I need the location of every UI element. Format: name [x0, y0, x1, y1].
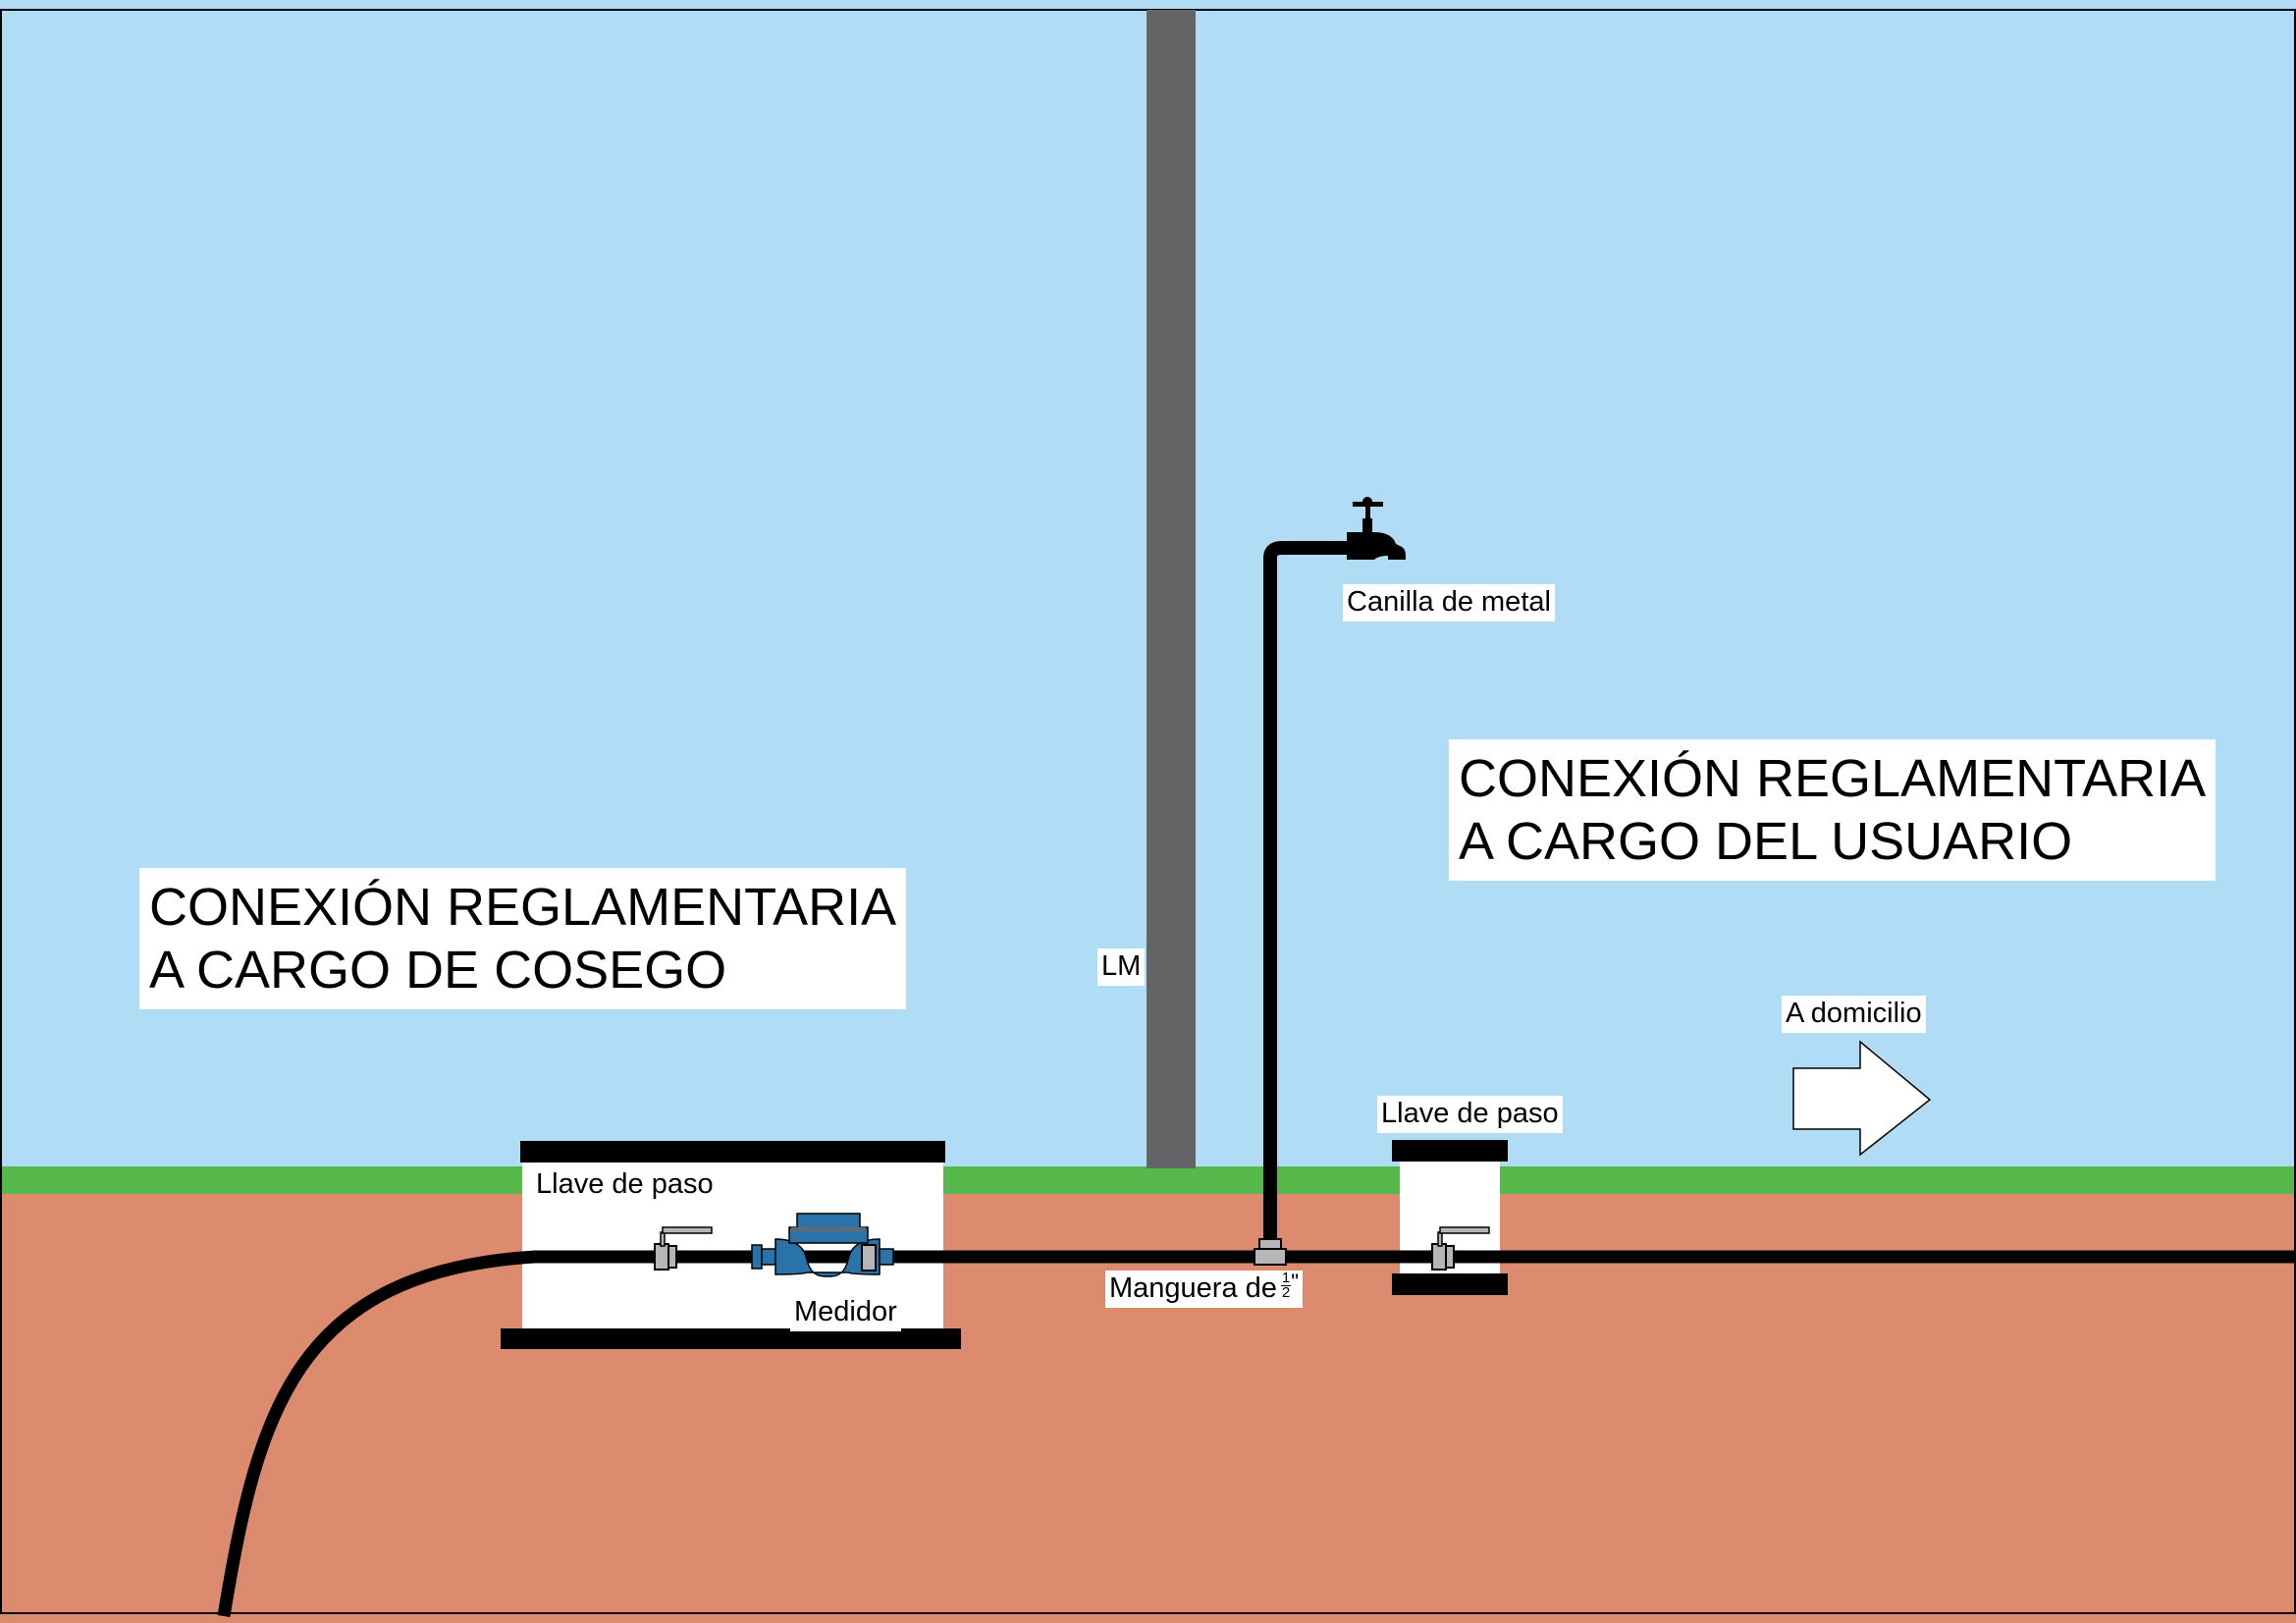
arrow-right-icon: [1792, 1040, 1932, 1157]
usuario-title-line1: CONEXIÓN REGLAMENTARIA: [1459, 749, 2207, 808]
cosego-title-line2: A CARGO DE COSEGO: [149, 941, 727, 1000]
usuario-title-line2: A CARGO DEL USUARIO: [1459, 812, 2073, 871]
meter-box-base: [501, 1328, 961, 1349]
usuario-title: CONEXIÓN REGLAMENTARIA A CARGO DEL USUAR…: [1449, 739, 2216, 881]
valve-box: [1392, 1140, 1508, 1295]
hose-size-numerator: 1: [1280, 1269, 1292, 1286]
property-line-label: LM: [1097, 948, 1146, 986]
ball-valve-icon: [1431, 1226, 1490, 1271]
hose-size-denominator: 2: [1281, 1283, 1291, 1301]
valve-label-left: Llave de paso: [532, 1166, 718, 1204]
valve-label-right: Llave de paso: [1377, 1096, 1563, 1133]
cosego-title-line1: CONEXIÓN REGLAMENTARIA: [149, 878, 897, 937]
valve-box-base: [1392, 1273, 1508, 1295]
hose-size-unit: ": [1291, 1270, 1300, 1294]
hose-fitting: [1254, 1238, 1287, 1266]
grass-strip: [0, 1166, 2296, 1194]
faucet-icon: [1335, 497, 1406, 560]
valve-box-lid: [1392, 1140, 1508, 1162]
meter-box-lid: [520, 1141, 945, 1163]
riser-pipe: [1263, 541, 1347, 1239]
water-meter-icon: [751, 1213, 894, 1277]
hose-label-text: Manguera de: [1109, 1272, 1277, 1304]
to-home-label: A domicilio: [1782, 996, 1926, 1033]
pipe-coupling: [861, 1244, 877, 1271]
property-line-pole: [1147, 10, 1196, 1168]
soil: [0, 1193, 2296, 1623]
supply-hose: [217, 1250, 2296, 1618]
cosego-title: CONEXIÓN REGLAMENTARIA A CARGO DE COSEGO: [139, 868, 907, 1009]
meter-label: Medidor: [790, 1294, 901, 1331]
faucet-label: Canilla de metal: [1343, 584, 1555, 622]
ball-valve-icon: [654, 1226, 713, 1271]
